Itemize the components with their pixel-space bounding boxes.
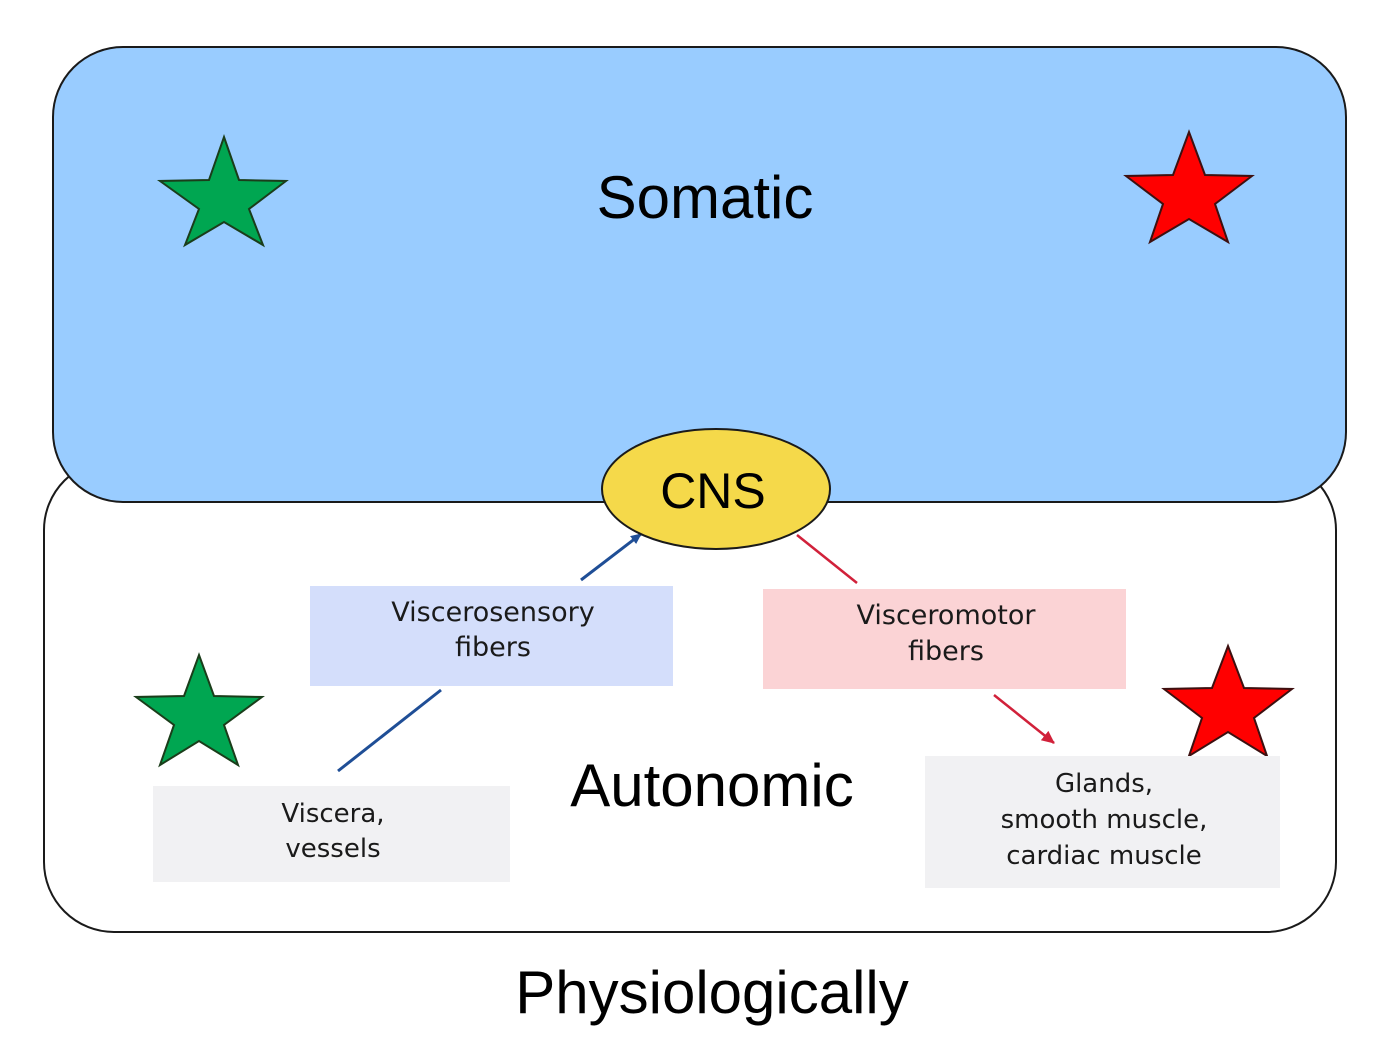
green-star-icon <box>156 133 289 248</box>
green-star-icon <box>133 652 265 768</box>
motor-arrow-upper <box>796 534 858 584</box>
viscera-label-line1: Viscera, <box>281 799 384 829</box>
cns-label: CNS <box>660 463 766 519</box>
sensory-arrow-upper <box>580 532 642 582</box>
caption: Physiologically <box>515 959 909 1026</box>
viscera-box <box>153 786 510 882</box>
viscerosensory-label-line2: fibers <box>455 632 531 663</box>
visceromotor-label-line2: fibers <box>908 636 984 667</box>
glands-label-line2: smooth muscle, <box>1001 805 1208 835</box>
autonomic-label: Autonomic <box>570 752 853 819</box>
glands-label-line3: cardiac muscle <box>1006 841 1202 871</box>
glands-label-line1: Glands, <box>1055 769 1153 799</box>
viscerosensory-label-line1: Viscerosensory <box>391 597 594 628</box>
motor-arrow-lower <box>993 694 1055 744</box>
red-star-icon <box>1123 129 1255 245</box>
viscerosensory-box <box>310 586 673 686</box>
sensory-arrow-lower <box>337 688 442 773</box>
viscera-label-line2: vessels <box>285 834 380 864</box>
visceromotor-label-line1: Visceromotor <box>857 600 1037 631</box>
glands-box <box>925 756 1280 888</box>
somatic-label: Somatic <box>597 164 814 231</box>
red-star-icon <box>1161 643 1295 759</box>
cns-node <box>601 428 831 550</box>
visceromotor-box <box>763 589 1126 689</box>
